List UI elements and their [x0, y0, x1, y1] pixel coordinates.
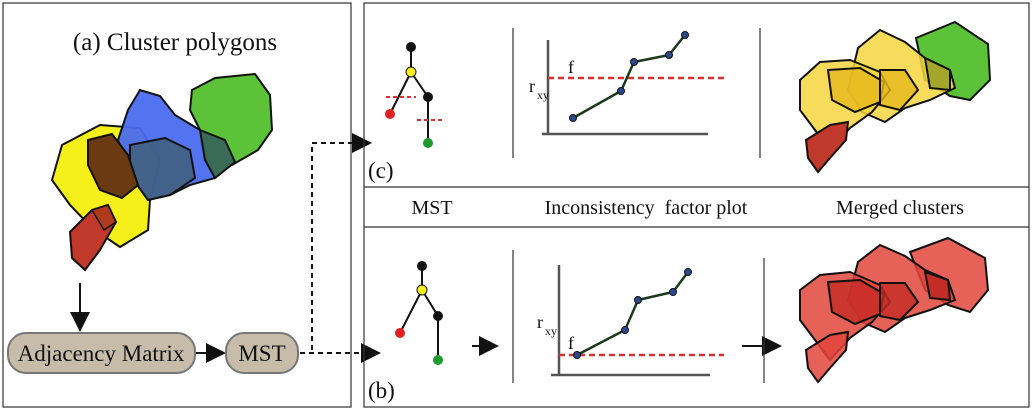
- panel-c-tag: (c): [368, 158, 394, 183]
- panel-b: (b) f r xy: [368, 236, 990, 403]
- dashed-connector-to-c: [311, 133, 372, 350]
- mst-node: [385, 109, 395, 119]
- mst-node: [406, 42, 416, 52]
- inconsistency-plot-b: f r xy: [537, 265, 724, 377]
- axis-label: r: [537, 312, 543, 332]
- panel-right-frame: [363, 2, 1030, 408]
- plot-point: [634, 296, 642, 304]
- merged-clusters-c: [799, 20, 992, 174]
- plot-point: [681, 31, 689, 39]
- panel-b-tag: (b): [368, 378, 395, 403]
- mst-node: [395, 328, 405, 338]
- mst-tree-c: [385, 42, 444, 148]
- mst-box-label: MST: [238, 341, 285, 366]
- mst-node: [423, 138, 433, 148]
- panel-a-title: (a) Cluster polygons: [73, 29, 277, 56]
- mst-node: [417, 261, 427, 271]
- adjacency-matrix-box: [7, 332, 196, 374]
- mst-tree-b: [395, 261, 443, 365]
- plot-point: [573, 351, 581, 359]
- cluster-polygons: [50, 72, 274, 272]
- plot-point: [669, 288, 677, 296]
- mst-node: [433, 311, 443, 321]
- plot-point: [621, 326, 629, 334]
- panel-c: (c) f r xy: [368, 20, 992, 183]
- mst-node: [423, 92, 433, 102]
- mst-node: [405, 66, 417, 78]
- cluster-brown: [87, 132, 140, 200]
- plot-point: [665, 51, 673, 59]
- cluster-red-overlap: [90, 204, 117, 232]
- mst-node: [416, 284, 428, 296]
- mst-node: [433, 355, 443, 365]
- plot-point: [617, 87, 625, 95]
- adjacency-matrix-label: Adjacency Matrix: [18, 341, 185, 366]
- caption-inconsistency: Inconsistency factor plot: [545, 197, 748, 219]
- caption-mst: MST: [411, 197, 452, 219]
- inconsistency-plot-c: f r xy: [529, 31, 724, 136]
- panel-a-frame: [2, 2, 352, 408]
- caption-merged: Merged clusters: [836, 197, 964, 219]
- axis-label-sub: xy: [545, 324, 557, 338]
- plot-point: [684, 268, 692, 276]
- plot-point: [569, 114, 577, 122]
- plot-point: [630, 58, 638, 66]
- threshold-label: f: [568, 333, 574, 353]
- cluster-overlap-green-blue: [198, 128, 237, 180]
- axis-label: r: [529, 76, 535, 96]
- merged-clusters-b: [799, 236, 990, 384]
- axis-label-sub: xy: [537, 88, 549, 102]
- threshold-label: f: [568, 57, 574, 77]
- mst-box: [225, 332, 299, 374]
